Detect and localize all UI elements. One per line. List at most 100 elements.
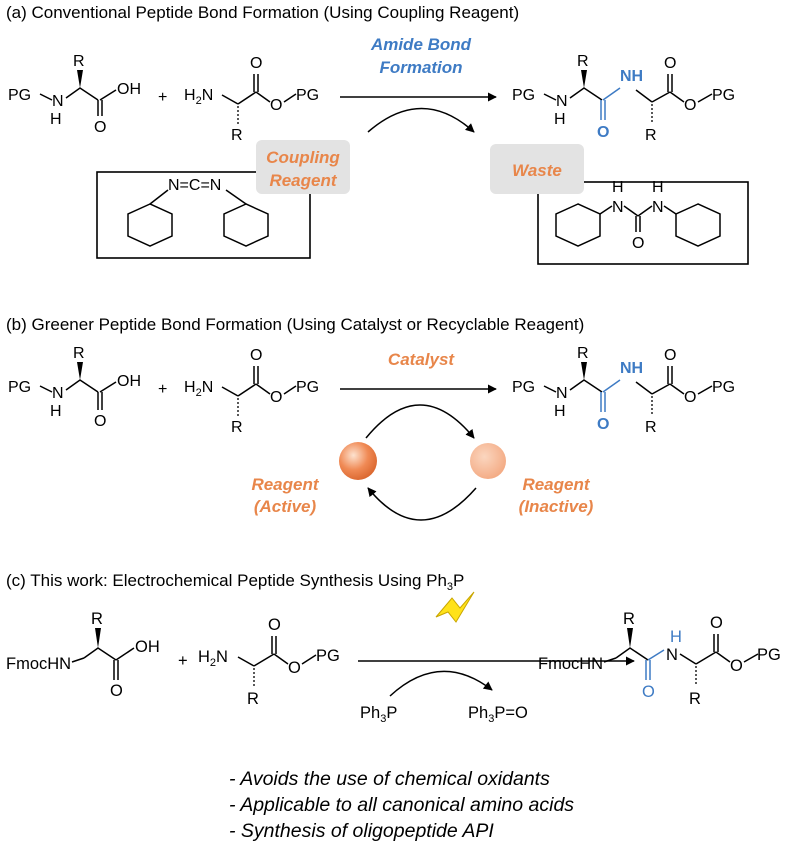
svg-text:H: H — [652, 179, 664, 196]
svg-text:O: O — [94, 413, 106, 430]
curved-arrow — [367, 107, 475, 133]
benefit-item: - Synthesis of oligopeptide API — [229, 820, 494, 842]
svg-text:O: O — [268, 616, 281, 634]
svg-text:PG: PG — [316, 647, 340, 665]
amide-formation-label: Formation — [379, 58, 462, 77]
svg-text:PG: PG — [8, 379, 31, 396]
reagent-active-label: Reagent — [251, 475, 319, 494]
svg-text:N: N — [612, 199, 624, 216]
coupling-label: Coupling — [266, 148, 340, 167]
reagent-active-state: (Active) — [254, 497, 317, 516]
svg-text:H: H — [612, 179, 624, 196]
svg-text:H2N: H2N — [184, 379, 213, 399]
svg-text:O: O — [250, 347, 262, 364]
svg-text:H2N: H2N — [198, 648, 228, 669]
svg-text:PG: PG — [712, 87, 735, 104]
curved-arrow — [389, 670, 493, 697]
svg-text:O: O — [632, 235, 644, 252]
svg-text:H: H — [670, 628, 682, 646]
svg-text:PG: PG — [512, 379, 535, 396]
panel-a-amine: H2N R O O PG — [184, 55, 319, 144]
reagent-inactive-ball — [470, 443, 506, 479]
svg-text:R: R — [689, 690, 701, 708]
svg-text:O: O — [642, 683, 655, 701]
svg-text:+: + — [178, 652, 188, 670]
plus-sign: + — [158, 89, 167, 106]
r-label: R — [73, 53, 85, 70]
catalyst-label: Catalyst — [388, 350, 455, 369]
svg-text:O: O — [710, 614, 723, 632]
svg-text:O: O — [664, 347, 676, 364]
svg-text:R: R — [91, 610, 103, 628]
ph3p-label: Ph3P — [360, 704, 397, 725]
reagent-inactive-label: Reagent — [522, 475, 590, 494]
svg-text:OH: OH — [135, 638, 160, 656]
n-label: N — [52, 93, 64, 110]
coupling-reagent-box: Coupling Reagent N=C=N — [96, 140, 350, 259]
fmoc-hn-label: FmocHN — [6, 655, 71, 673]
panel-a-acid: PG N H R O OH — [8, 53, 141, 136]
waste-box: Waste N H O N H — [490, 144, 749, 265]
waste-label: Waste — [512, 161, 562, 180]
reagent-label: Reagent — [269, 171, 337, 190]
svg-text:N: N — [652, 199, 664, 216]
svg-text:PG: PG — [512, 87, 535, 104]
svg-text:N: N — [666, 646, 678, 664]
benefit-list: - Avoids the use of chemical oxidants - … — [229, 768, 574, 842]
svg-text:OH: OH — [117, 373, 141, 390]
benefit-item: - Avoids the use of chemical oxidants — [229, 768, 550, 790]
svg-text:O: O — [270, 389, 282, 406]
h-label: H — [50, 111, 62, 128]
svg-text:O: O — [684, 389, 696, 406]
svg-text:O: O — [110, 682, 123, 700]
svg-text:H: H — [554, 403, 566, 420]
svg-text:NH: NH — [620, 360, 643, 377]
svg-text:H: H — [554, 111, 566, 128]
svg-text:FmocHN: FmocHN — [538, 655, 603, 673]
dcc-chain: N=C=N — [168, 177, 221, 194]
svg-text:O: O — [288, 659, 301, 677]
svg-text:N: N — [556, 93, 568, 110]
svg-text:R: R — [247, 690, 259, 708]
svg-text:R: R — [645, 127, 657, 144]
svg-text:R: R — [645, 419, 657, 436]
o-label: O — [250, 55, 262, 72]
svg-text:R: R — [577, 345, 589, 362]
pg-label: PG — [8, 87, 31, 104]
panel-c-acid: FmocHN R O OH — [6, 610, 160, 700]
panel-b-amine: H2N R O O PG — [184, 347, 319, 436]
panel-b-title: (b) Greener Peptide Bond Formation (Usin… — [6, 315, 584, 334]
svg-text:R: R — [231, 419, 243, 436]
svg-text:O: O — [730, 657, 743, 675]
reagent-active-ball — [339, 442, 377, 480]
svg-text:N: N — [52, 385, 64, 402]
svg-text:R: R — [577, 53, 589, 70]
pg-label: PG — [296, 87, 319, 104]
oh-label: OH — [117, 81, 141, 98]
svg-text:R: R — [623, 610, 635, 628]
svg-text:PG: PG — [757, 646, 781, 664]
panel-b-product: PG N H R O NH R O O PG — [512, 345, 735, 436]
panel-b-acid: PG N H R O OH — [8, 345, 141, 430]
panel-c-amine: H2N R O O PG — [198, 616, 340, 708]
svg-text:O: O — [597, 124, 609, 141]
lightning-icon — [435, 591, 475, 623]
amide-nh: NH — [620, 68, 643, 85]
cycle-arrow-top — [365, 404, 475, 439]
panel-b: (b) Greener Peptide Bond Formation (Usin… — [6, 315, 735, 521]
cycle-arrow-bottom — [367, 487, 477, 521]
amide-bond-label: Amide Bond — [370, 35, 472, 54]
svg-text:PG: PG — [296, 379, 319, 396]
o-label: O — [270, 97, 282, 114]
panel-c-title: (c) This work: Electrochemical Peptide S… — [6, 571, 464, 593]
svg-text:O: O — [664, 55, 676, 72]
ph3po-label: Ph3P=O — [468, 704, 528, 725]
panel-c-product: FmocHN R O H N R O O PG — [538, 610, 781, 708]
svg-text:H: H — [50, 403, 62, 420]
r-label: R — [231, 127, 243, 144]
svg-text:+: + — [158, 381, 167, 398]
svg-text:N: N — [556, 385, 568, 402]
panel-c: (c) This work: Electrochemical Peptide S… — [6, 571, 781, 725]
panel-a-title: (a) Conventional Peptide Bond Formation … — [6, 3, 519, 22]
